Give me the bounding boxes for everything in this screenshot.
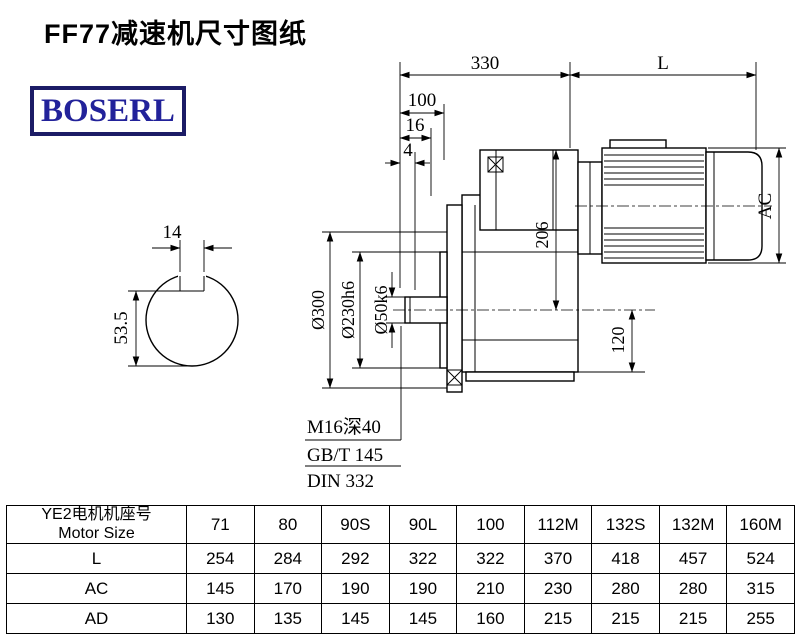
cell-AD-90l: 145 bbox=[388, 603, 458, 634]
thread-note: M16深40 GB/T 145 DIN 332 bbox=[305, 326, 402, 492]
note-din332: DIN 332 bbox=[307, 471, 374, 492]
dim-label-100: 100 bbox=[408, 90, 437, 111]
bolt-symbol-bottom bbox=[446, 369, 463, 386]
header-size-132m: 132M bbox=[658, 505, 728, 544]
header-size-90l: 90L bbox=[388, 505, 458, 544]
dim-label-dia300: Ø300 bbox=[308, 290, 328, 330]
table-row-L: L 254 284 292 322 322 370 418 457 524 bbox=[6, 543, 795, 574]
shaft-section-view: 14 53.5 bbox=[111, 222, 239, 367]
dim-label-330: 330 bbox=[471, 53, 500, 74]
dim-key-depth: 53.5 bbox=[111, 290, 192, 367]
dim-label-ac: AC bbox=[755, 193, 776, 219]
header-size-112m: 112M bbox=[523, 505, 593, 544]
dim-120: 120 bbox=[578, 309, 645, 373]
cell-AD-132m: 215 bbox=[658, 603, 728, 634]
row-label-AD: AD bbox=[6, 603, 187, 634]
dim-key-width: 14 bbox=[152, 222, 232, 272]
header-motor-size: YE2电机机座号 Motor Size bbox=[6, 505, 187, 544]
main-view: 330 L 100 16 4 AC 206 120 bbox=[305, 53, 786, 492]
cell-AC-112m: 230 bbox=[523, 573, 593, 604]
diameter-dimensions: Ø50k6 Ø230h6 Ø300 bbox=[308, 231, 447, 389]
dim-label-16: 16 bbox=[406, 115, 425, 136]
note-m16: M16深40 bbox=[307, 416, 381, 438]
cell-AD-160m: 255 bbox=[726, 603, 795, 634]
header-motor-size-cn: YE2电机机座号 bbox=[41, 506, 152, 524]
table-header-row: YE2电机机座号 Motor Size 71 80 90S 90L 100 11… bbox=[6, 505, 795, 544]
cell-AC-160m: 315 bbox=[726, 573, 795, 604]
cell-AD-112m: 215 bbox=[523, 603, 593, 634]
cell-AC-90s: 190 bbox=[321, 573, 390, 604]
cell-AD-100: 160 bbox=[456, 603, 525, 634]
cell-AD-132s: 215 bbox=[591, 603, 660, 634]
cell-L-80: 284 bbox=[253, 543, 323, 574]
technical-drawing: 330 L 100 16 4 AC 206 120 bbox=[111, 53, 786, 492]
ac-dimension: AC bbox=[708, 147, 786, 264]
cell-AD-90s: 145 bbox=[321, 603, 390, 634]
cell-L-71: 254 bbox=[186, 543, 255, 574]
cell-AC-80: 170 bbox=[253, 573, 323, 604]
brand-logo: BOSERL bbox=[30, 86, 186, 136]
header-size-90s: 90S bbox=[321, 505, 390, 544]
cell-L-90s: 292 bbox=[321, 543, 390, 574]
page-title: FF77减速机尺寸图纸 bbox=[44, 19, 308, 49]
cell-L-132m: 457 bbox=[658, 543, 728, 574]
cell-L-90l: 322 bbox=[388, 543, 458, 574]
motor-fins bbox=[604, 154, 704, 259]
row-label-L: L bbox=[6, 543, 187, 574]
cell-AC-100: 210 bbox=[456, 573, 525, 604]
brand-logo-text: BOSERL bbox=[41, 92, 175, 129]
note-gbt145: GB/T 145 bbox=[307, 445, 383, 466]
dimension-table: YE2电机机座号 Motor Size 71 80 90S 90L 100 11… bbox=[6, 505, 795, 634]
cell-L-132s: 418 bbox=[591, 543, 660, 574]
dim-label-key-width: 14 bbox=[163, 222, 183, 243]
cell-AC-90l: 190 bbox=[388, 573, 458, 604]
cell-L-112m: 370 bbox=[523, 543, 593, 574]
bolt-symbol-top bbox=[487, 156, 504, 173]
top-dimensions: 330 L 100 16 4 bbox=[385, 53, 757, 290]
header-size-160m: 160M bbox=[726, 505, 795, 544]
header-size-80: 80 bbox=[253, 505, 323, 544]
dim-label-4: 4 bbox=[403, 140, 413, 161]
dim-label-206: 206 bbox=[532, 222, 552, 249]
dim-label-dia50k6: Ø50k6 bbox=[371, 286, 391, 335]
header-size-132s: 132S bbox=[591, 505, 660, 544]
header-size-100: 100 bbox=[456, 505, 525, 544]
header-motor-size-en: Motor Size bbox=[58, 524, 135, 542]
gearbox-outline bbox=[439, 149, 579, 393]
cell-AC-132s: 280 bbox=[591, 573, 660, 604]
dim-206: 206 bbox=[532, 149, 560, 311]
keyway-slot bbox=[178, 268, 206, 291]
cell-AD-80: 135 bbox=[253, 603, 323, 634]
cell-L-100: 322 bbox=[456, 543, 525, 574]
dim-label-key-depth: 53.5 bbox=[111, 311, 132, 344]
row-label-AC: AC bbox=[6, 573, 187, 604]
header-size-71: 71 bbox=[186, 505, 255, 544]
dim-label-120: 120 bbox=[608, 327, 628, 354]
cell-AC-132m: 280 bbox=[658, 573, 728, 604]
cell-L-160m: 524 bbox=[726, 543, 795, 574]
cell-AC-71: 145 bbox=[186, 573, 255, 604]
cell-AD-71: 130 bbox=[186, 603, 255, 634]
motor-outline bbox=[575, 139, 772, 264]
table-row-AC: AC 145 170 190 190 210 230 280 280 315 bbox=[6, 573, 795, 604]
table-row-AD: AD 130 135 145 145 160 215 215 215 255 bbox=[6, 603, 795, 634]
dim-label-dia230h6: Ø230h6 bbox=[338, 281, 358, 339]
output-shaft bbox=[393, 296, 655, 324]
dim-label-L: L bbox=[657, 53, 669, 74]
